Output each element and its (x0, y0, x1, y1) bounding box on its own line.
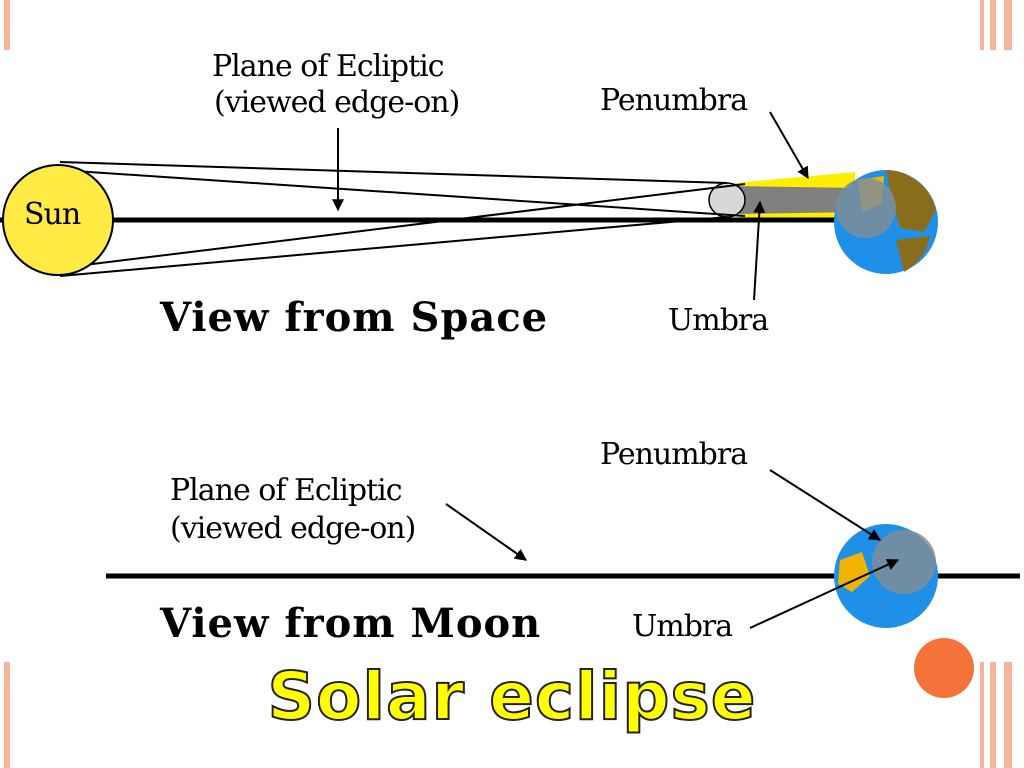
space-view-diagram (0, 111, 938, 301)
ecliptic-label-line2: (viewed edge-on) (170, 511, 416, 546)
ecliptic-label-line2: (viewed edge-on) (214, 85, 460, 120)
sun-label: Sun (24, 197, 81, 232)
slide-title: Solar eclipse (267, 658, 757, 735)
umbra-label: Umbra (632, 609, 733, 644)
umbra-label: Umbra (668, 303, 769, 338)
view-from-moon-heading: View from Moon (160, 600, 542, 647)
penumbra-label: Penumbra (600, 437, 748, 472)
moon-view-diagram (106, 469, 1020, 629)
penumbra-label: Penumbra (600, 83, 748, 118)
ecliptic-label-line1: Plane of Ecliptic (212, 49, 445, 84)
earth-icon (834, 170, 938, 274)
slide-border-decoration (4, 0, 1012, 768)
view-from-space-heading: View from Space (160, 294, 549, 341)
sun-icon (2, 164, 114, 276)
umbra-region (735, 186, 858, 214)
earth-icon (834, 524, 938, 628)
ecliptic-label-line1: Plane of Ecliptic (170, 473, 403, 508)
accent-circle (914, 638, 974, 698)
